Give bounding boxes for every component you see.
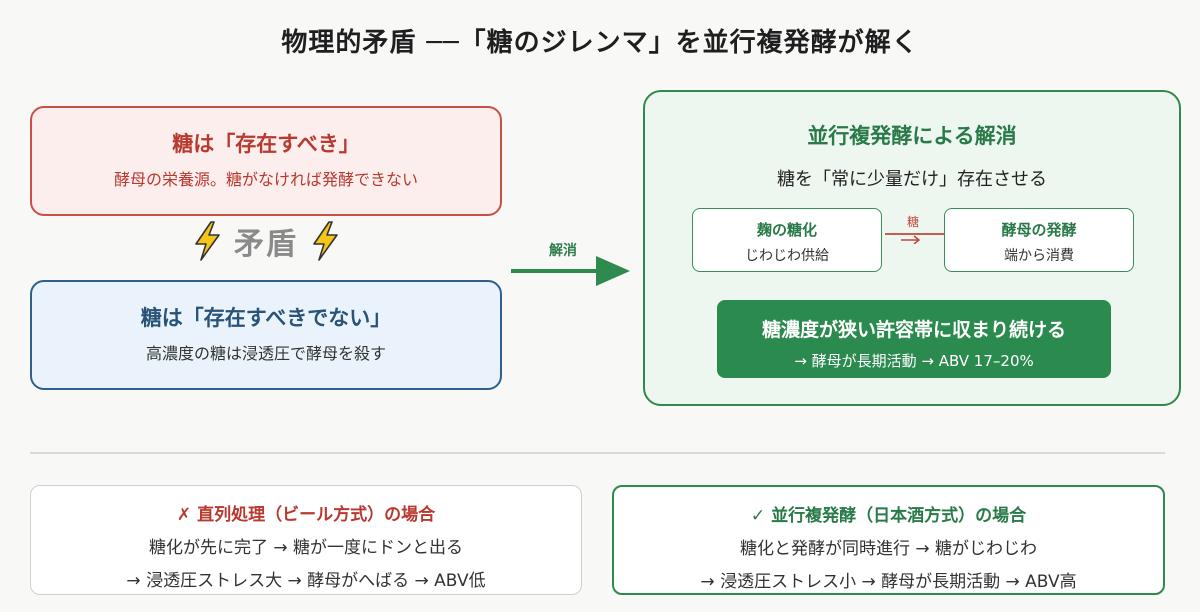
must-exist-heading: 糖は「存在すべき」	[172, 132, 360, 156]
result-box: 糖濃度が狭い許容帯に収まり続ける → 酵母が長期活動 → ABV 17–20%	[717, 300, 1111, 378]
yeast-text: 端から消費	[1004, 248, 1074, 264]
solution-title: 並行複発酵による解消	[807, 124, 1017, 148]
must-not-exist-text: 高濃度の糖は浸透圧で酵母を殺す	[145, 344, 386, 363]
must-not-exist-box: 糖は「存在すべきでない」 高濃度の糖は浸透圧で酵母を殺す	[30, 280, 502, 390]
serial-line-1: 糖化が先に完了 → 糖が一度にドンと出る	[148, 538, 464, 558]
parallel-fermentation-box: ✓ 並行複発酵（日本酒方式）の場合 糖化と発酵が同時進行 → 糖がじわじわ → …	[612, 485, 1165, 595]
solution-panel: 並行複発酵による解消 糖を「常に少量だけ」存在させる 麹の糖化 じわじわ供給 糖…	[643, 90, 1181, 406]
sugar-flow-arrow	[885, 233, 947, 244]
lightning-icon	[313, 221, 338, 261]
lightning-icon	[195, 221, 220, 261]
arrow-right-icon	[511, 256, 630, 286]
yeast-title: 酵母の発酵	[1001, 221, 1077, 239]
must-exist-text: 酵母の栄養源。糖がなければ発酵できない	[113, 170, 418, 189]
koji-text: じわじわ供給	[745, 248, 829, 264]
parallel-title: ✓ 並行複発酵（日本酒方式）の場合	[750, 506, 1027, 526]
result-text: → 酵母が長期活動 → ABV 17–20%	[794, 352, 1034, 370]
must-not-exist-heading: 糖は「存在すべきでない」	[140, 306, 392, 330]
sugar-flow-label: 糖	[907, 215, 920, 229]
koji-saccharification-box: 麹の糖化 じわじわ供給	[692, 208, 882, 272]
serial-processing-box: ✗ 直列処理（ビール方式）の場合 糖化が先に完了 → 糖が一度にドンと出る → …	[30, 485, 582, 595]
serial-title: ✗ 直列処理（ビール方式）の場合	[176, 505, 436, 525]
solution-subtitle: 糖を「常に少量だけ」存在させる	[777, 169, 1047, 190]
page-title: 物理的矛盾 ──「糖のジレンマ」を並行複発酵が解く	[281, 28, 919, 58]
serial-line-2: → 浸透圧ストレス大 → 酵母がへばる → ABV低	[126, 571, 486, 591]
resolve-arrow: 解消	[508, 236, 633, 296]
conflict-indicator: 矛盾	[180, 218, 352, 264]
yeast-fermentation-box: 酵母の発酵 端から消費	[944, 208, 1134, 272]
must-exist-box: 糖は「存在すべき」 酵母の栄養源。糖がなければ発酵できない	[30, 106, 502, 216]
koji-title: 麹の糖化	[756, 221, 817, 239]
parallel-line-1: 糖化と発酵が同時進行 → 糖がじわじわ	[739, 539, 1038, 559]
resolve-arrow-label: 解消	[549, 243, 577, 259]
divider	[30, 452, 1165, 454]
result-title: 糖濃度が狭い許容帯に収まり続ける	[761, 319, 1066, 341]
parallel-line-2: → 浸透圧ストレス小 → 酵母が長期活動 → ABV高	[700, 572, 1077, 592]
conflict-label: 矛盾	[234, 227, 298, 262]
